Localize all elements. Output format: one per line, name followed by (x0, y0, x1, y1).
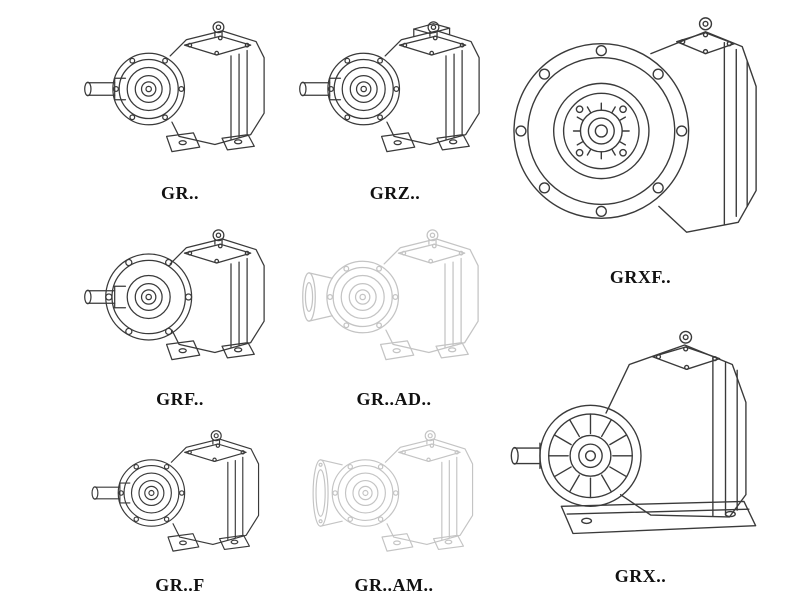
grf-label: GRF.. (156, 389, 204, 409)
grf-drawing (84, 229, 265, 361)
product-grad: GR..AD.. (288, 212, 500, 410)
grxf-label: GRXF.. (609, 267, 672, 287)
product-gr: GR.. (72, 4, 288, 204)
gr-drawing (84, 21, 265, 153)
product-grf: GRF.. (72, 212, 288, 410)
grf2-drawing (90, 430, 259, 552)
grad-drawing (302, 229, 479, 361)
gr-label: GR.. (161, 183, 199, 203)
product-grx: GRX.. (498, 310, 783, 587)
product-gram: GR..AM.. (288, 414, 500, 596)
grz-drawing (299, 21, 480, 153)
grxf-drawing (512, 17, 757, 233)
product-grxf: GRXF.. (498, 2, 783, 288)
product-grf2: GR..F (72, 414, 288, 596)
grad-label: GR..AD.. (356, 389, 432, 409)
grx-drawing (510, 330, 756, 535)
gram-label: GR..AM.. (354, 575, 434, 595)
grf2-label: GR..F (155, 575, 205, 595)
grx-label: GRX.. (614, 566, 667, 586)
grz-label: GRZ.. (369, 183, 421, 203)
gram-drawing (312, 430, 473, 552)
product-grz: GRZ.. (290, 4, 500, 204)
